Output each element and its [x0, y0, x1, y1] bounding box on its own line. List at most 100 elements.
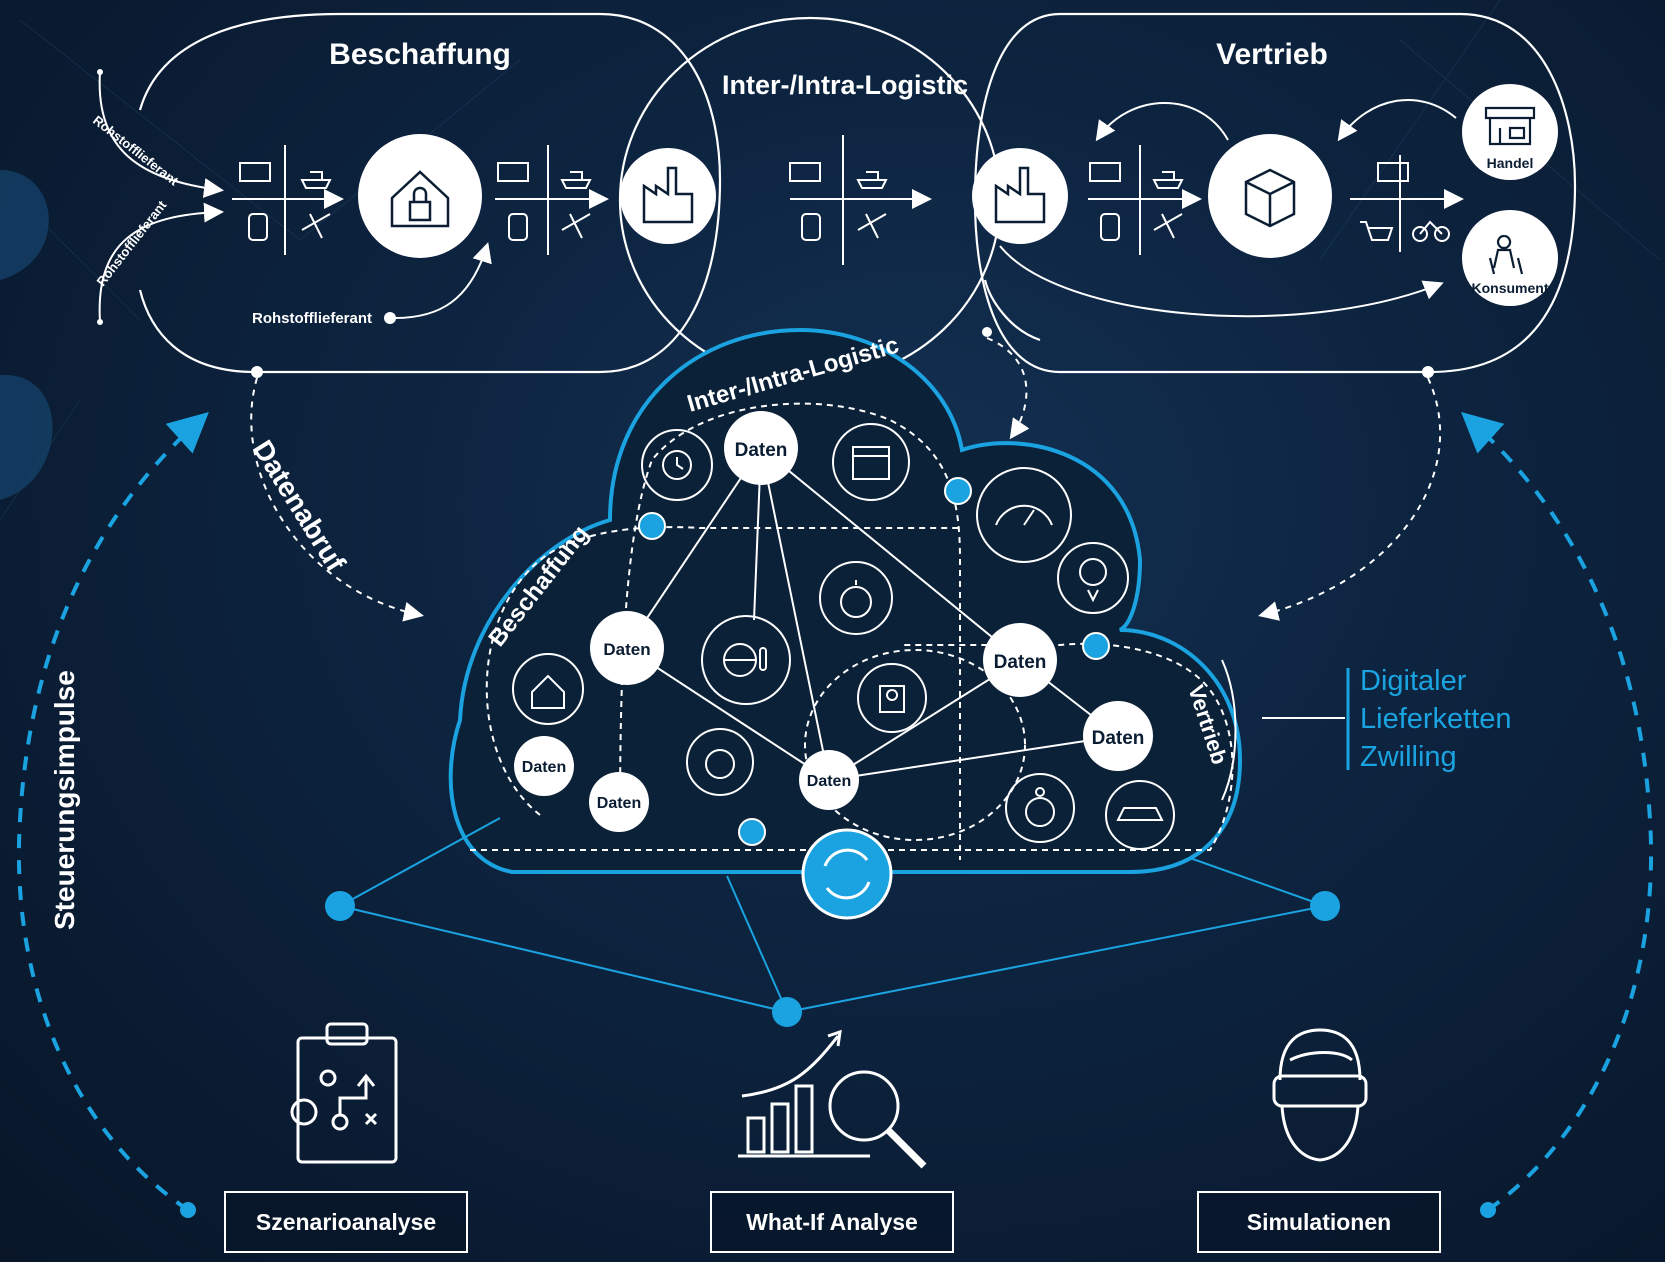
plane-icon: [561, 213, 591, 239]
supplier-curves: [98, 71, 492, 323]
svg-text:Daten: Daten: [603, 640, 650, 659]
supplier-label-inline: Rohstofflieferant: [252, 310, 372, 327]
analysis-node-center: [772, 997, 802, 1027]
calendar-icon: [832, 423, 910, 501]
supplier-dot-top: [97, 69, 103, 75]
twin-label-line-2: Lieferketten: [1360, 703, 1512, 735]
data-flow-arcs: [250, 337, 1442, 622]
data-node: Daten: [1083, 701, 1153, 771]
svg-text:Daten: Daten: [807, 773, 851, 790]
train-icon: [248, 213, 268, 241]
konsument-label: Konsument: [1472, 280, 1549, 296]
transport-modes-3: [789, 135, 932, 265]
package-node: [1208, 134, 1332, 258]
train-icon: [508, 213, 528, 241]
ship-icon: [856, 171, 888, 189]
timer-icon: [686, 728, 754, 796]
warehouse-lock-icon: [512, 653, 584, 725]
connector-dot: [982, 327, 992, 337]
data-nodes: Daten Daten Daten Daten Daten Daten Date…: [514, 411, 1153, 832]
plane-icon: [857, 213, 887, 239]
map-pin-icon: [857, 663, 927, 733]
left-deco-shape: [0, 170, 49, 280]
package-icon: [1244, 168, 1296, 228]
twin-label-line-1: Digitaler: [1360, 665, 1467, 697]
transport-modes-4: [1088, 145, 1202, 255]
konsument-node: Konsument: [1462, 210, 1558, 306]
globe-pin-icon: [1057, 542, 1129, 614]
data-node: Daten: [514, 736, 574, 796]
svg-text:Daten: Daten: [735, 440, 788, 461]
factory-icon: [642, 166, 694, 224]
globe-person-icon: [1005, 773, 1075, 843]
svg-text:Daten: Daten: [597, 795, 641, 812]
datenabruf-label: Datenabruf: [247, 435, 352, 577]
factory-node-right: [972, 148, 1068, 244]
handel-node: Handel: [1462, 84, 1558, 180]
consumer-icon: [1488, 234, 1524, 275]
cart-icon: [1360, 221, 1394, 241]
data-node: Daten: [799, 750, 859, 810]
bicycle-icon: [1412, 220, 1450, 242]
warehouse-node: [358, 134, 482, 258]
gauge-icon: [976, 467, 1072, 563]
twin-label-line-3: Zwilling: [1360, 741, 1457, 773]
transport-modes-5: [1350, 155, 1464, 252]
beschaffung-outline: [138, 12, 722, 374]
truck-icon: [1089, 162, 1121, 182]
truck-icon: [789, 162, 821, 182]
szenarioanalyse-button[interactable]: Szenarioanalyse: [224, 1191, 468, 1253]
connector-dot: [251, 366, 263, 378]
warehouse-lock-icon: [390, 170, 450, 228]
ship-icon: [300, 171, 332, 189]
supplier-dot-bottom: [97, 319, 103, 325]
train-icon: [1100, 213, 1120, 241]
truck-icon: [497, 162, 529, 182]
data-node: Daten: [590, 611, 664, 685]
svg-text:Daten: Daten: [1092, 728, 1145, 749]
steuerungsimpulse-label: Steuerungsimpulse: [49, 670, 80, 930]
connector-dot: [1422, 366, 1434, 378]
stopwatch-icon: [819, 561, 893, 635]
svg-text:Daten: Daten: [994, 652, 1047, 673]
plane-icon: [1153, 213, 1183, 239]
clipboard-strategy-icon: [290, 1022, 398, 1164]
twin-bracket: [1221, 659, 1345, 801]
handel-label: Handel: [1487, 155, 1534, 171]
data-node: Daten: [983, 623, 1057, 697]
factory-node-left: [620, 148, 716, 244]
transport-modes-2: [495, 145, 609, 255]
analysis-node-right: [1310, 891, 1340, 921]
truck-icon: [239, 162, 271, 182]
analysis-node-left: [325, 891, 355, 921]
control-dot-right: [1480, 1202, 1496, 1218]
truck-icon: [1377, 162, 1409, 182]
svg-text:Daten: Daten: [522, 759, 566, 776]
top-stage-outlines: [138, 12, 1577, 384]
left-deco-shape-2: [0, 374, 53, 500]
supplier-label-top: Rohstofflieferant: [90, 113, 182, 189]
data-network-edges: [626, 447, 1119, 781]
region-title-beschaffung: Beschaffung: [329, 38, 511, 71]
vertrieb-flow-arrows: [999, 99, 1457, 318]
ship-icon: [1152, 171, 1184, 189]
factory-icon: [994, 166, 1046, 224]
digital-twin-cloud: [448, 327, 1243, 874]
train-icon: [801, 213, 821, 241]
simulationen-button[interactable]: Simulationen: [1197, 1191, 1441, 1253]
analysis-network: [339, 817, 1326, 1013]
supplier-dot-inline: [384, 312, 396, 324]
what-if-analyse-button[interactable]: What-If Analyse: [710, 1191, 954, 1253]
control-impulse-arcs: [16, 411, 1654, 1212]
gear-clock-icon: [641, 429, 713, 501]
globe-thermometer-icon: [701, 615, 791, 705]
ship-icon: [560, 171, 592, 189]
sync-icon: [801, 828, 893, 920]
store-icon: [1484, 106, 1536, 146]
supplier-label-bottom: Rohstofflieferant: [94, 197, 170, 289]
chart-magnifier-icon: [738, 1029, 927, 1169]
transport-modes-1: [232, 145, 344, 255]
region-title-vertrieb: Vertrieb: [1216, 38, 1328, 71]
